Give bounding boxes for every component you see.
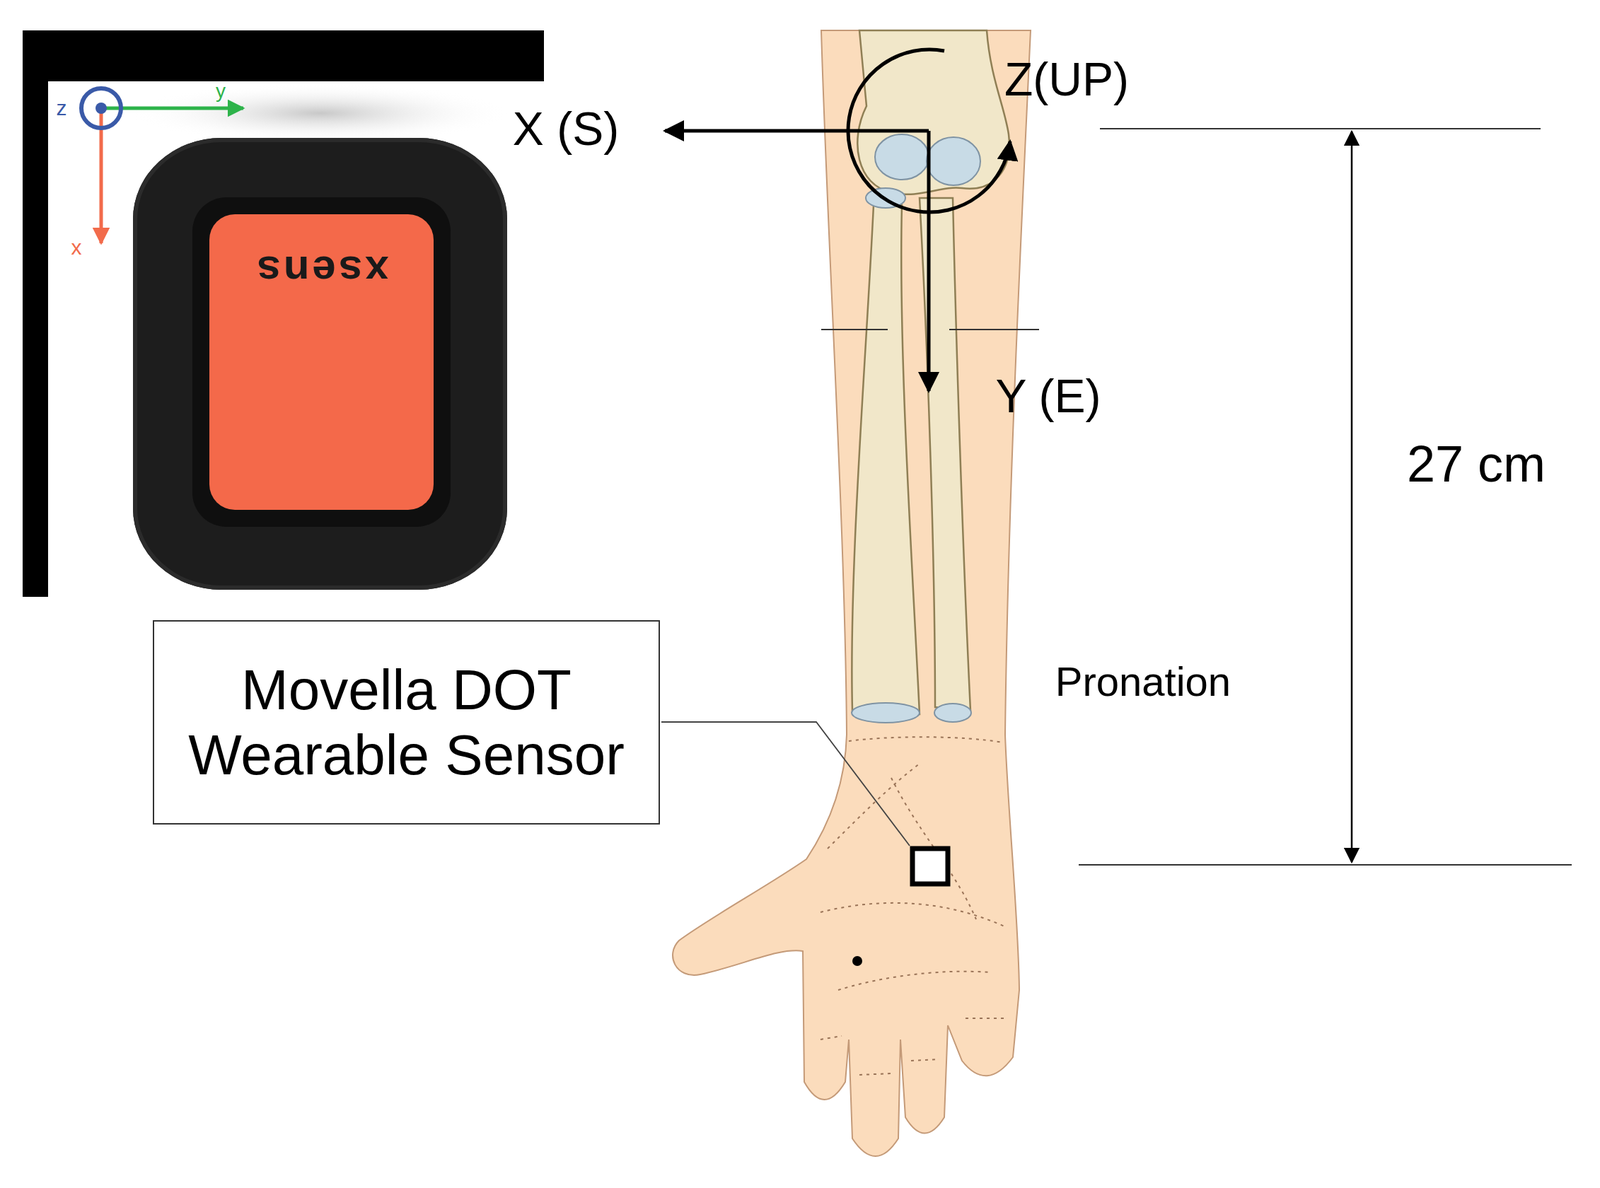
y-axis-arrow (927, 130, 931, 392)
z-rotation-arrow (848, 49, 1011, 213)
finger-crease (820, 1018, 1005, 1076)
palm-crease (838, 971, 991, 991)
dimension-arrow (1351, 131, 1354, 863)
leader-line (661, 722, 910, 846)
callout-text: Movella DOT Wearable Sensor (175, 657, 638, 788)
x-axis-arrow (664, 129, 929, 133)
sensor-face: xsens (209, 214, 434, 510)
axis-label: x (71, 236, 83, 259)
axis-label: Y (E) (995, 372, 1101, 420)
dimension-label: 27 cm (1406, 438, 1546, 490)
sensor-location (912, 848, 948, 885)
cartilage (934, 703, 972, 723)
marker-dot (852, 956, 863, 967)
axis-label: X (S) (512, 105, 619, 153)
axis-label: y (215, 81, 226, 102)
dimension-line (1099, 128, 1541, 130)
axis-label: Z(UP) (1004, 55, 1129, 103)
cartilage (874, 134, 929, 180)
tick-line (821, 328, 888, 331)
cartilage (926, 137, 981, 186)
brand-text: xsens (209, 249, 434, 293)
arm-outline (672, 30, 1031, 1157)
radius-bone (851, 205, 920, 715)
wrist-crease (848, 737, 1004, 743)
palm-crease (827, 763, 920, 849)
frame-bar (22, 30, 544, 82)
palm-crease (820, 903, 1005, 927)
sensor-shadow (128, 83, 511, 143)
motion-label: Pronation (1055, 661, 1231, 703)
sensor-body: xsens (132, 137, 508, 590)
palm-crease (891, 778, 977, 920)
frame-bar (22, 30, 49, 597)
humerus-bone (857, 30, 1010, 195)
z-axis-symbol (81, 88, 121, 129)
tick-line (949, 328, 1040, 331)
axis-label: z (56, 97, 68, 119)
callout-box: Movella DOT Wearable Sensor (152, 620, 660, 825)
dimension-line (1078, 864, 1572, 866)
z-axis-dot (95, 102, 107, 114)
cartilage (851, 703, 920, 723)
hand-creases (820, 737, 1005, 1076)
